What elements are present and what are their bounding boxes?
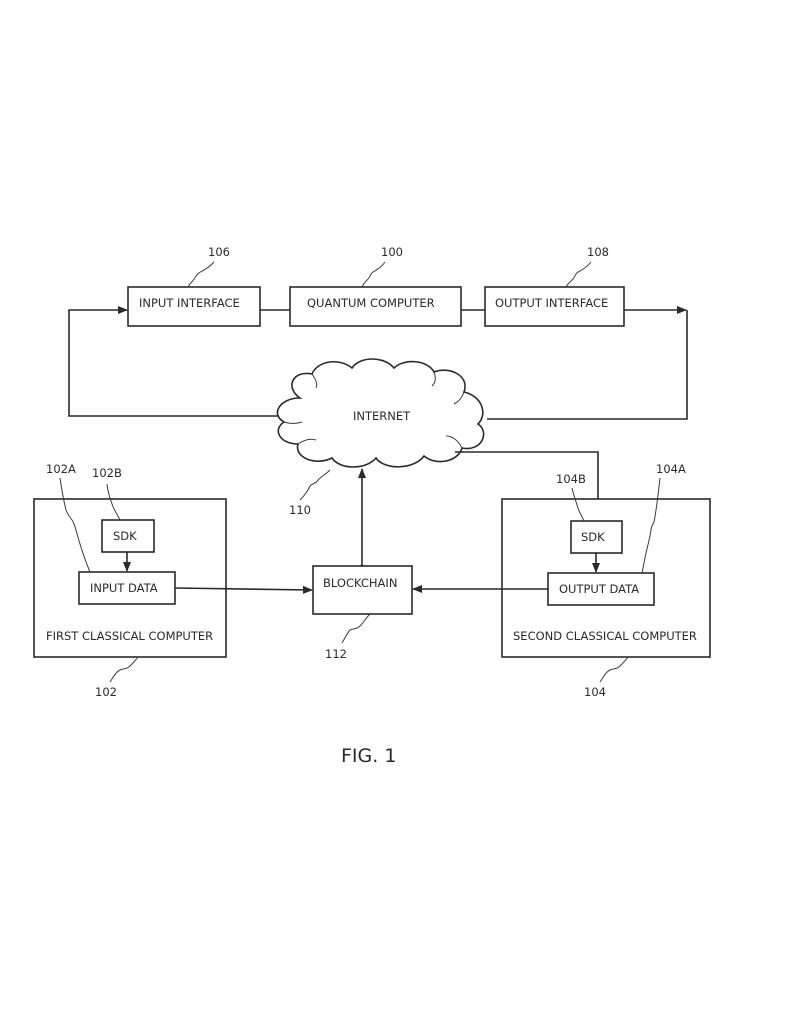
second-sdk-box <box>570 520 623 554</box>
figure-caption: FIG. 1 <box>341 745 396 767</box>
leader-106 <box>187 261 215 288</box>
output-data-box <box>547 572 655 606</box>
ref-102A: 102A <box>46 462 76 476</box>
ref-104A: 104A <box>656 462 686 476</box>
first-sdk-label: SDK <box>113 529 137 543</box>
output-interface-label: OUTPUT INTERFACE <box>495 296 608 310</box>
leader-104A <box>641 477 661 574</box>
line-right-loop-to-internet <box>487 310 688 420</box>
output-data-label: OUTPUT DATA <box>559 582 639 596</box>
second-sdk-label: SDK <box>581 530 605 544</box>
leader-100 <box>361 261 386 288</box>
quantum-computer-label: QUANTUM COMPUTER <box>307 296 435 310</box>
ref-102B: 102B <box>92 466 122 480</box>
first-sdk-box <box>101 519 155 553</box>
internet-node: INTERNET <box>276 358 485 468</box>
arrow-internet-to-second-sdk <box>455 451 602 522</box>
first-classical-computer-node: SDK INPUT DATA FIRST CLASSICAL COMPUTER <box>33 498 227 658</box>
leader-104 <box>599 656 629 683</box>
output-interface-node: OUTPUT INTERFACE <box>484 286 625 327</box>
ref-110: 110 <box>289 503 311 517</box>
ref-104: 104 <box>584 685 606 699</box>
leader-112 <box>341 613 371 644</box>
input-interface-label: INPUT INTERFACE <box>139 296 240 310</box>
leader-110 <box>299 469 331 501</box>
arrow-left-loop-to-input-interface <box>68 306 280 417</box>
leader-108 <box>565 261 592 288</box>
output-interface-box <box>484 286 625 327</box>
leader-102B <box>106 483 121 521</box>
first-classical-computer-label: FIRST CLASSICAL COMPUTER <box>46 629 213 643</box>
leader-104B <box>571 487 585 522</box>
second-classical-computer-label: SECOND CLASSICAL COMPUTER <box>513 629 697 643</box>
quantum-computer-node: QUANTUM COMPUTER <box>289 286 462 327</box>
ref-108: 108 <box>587 245 609 259</box>
leader-102 <box>109 656 139 683</box>
arrow-input-data-to-blockchain <box>174 585 313 594</box>
leader-102A <box>59 477 91 573</box>
input-interface-box <box>127 286 261 327</box>
second-classical-computer-node: SDK OUTPUT DATA SECOND CLASSICAL COMPUTE… <box>501 498 711 658</box>
blockchain-label: BLOCKCHAIN <box>323 576 397 590</box>
input-interface-node: INPUT INTERFACE <box>127 286 261 327</box>
quantum-computer-box <box>289 286 462 327</box>
blockchain-node: BLOCKCHAIN <box>312 565 413 615</box>
input-data-label: INPUT DATA <box>90 581 158 595</box>
ref-102: 102 <box>95 685 117 699</box>
ref-104B: 104B <box>556 472 586 486</box>
ref-112: 112 <box>325 647 347 661</box>
ref-106: 106 <box>208 245 230 259</box>
ref-100: 100 <box>381 245 403 259</box>
blockchain-box <box>312 565 413 615</box>
internet-label: INTERNET <box>353 409 411 423</box>
